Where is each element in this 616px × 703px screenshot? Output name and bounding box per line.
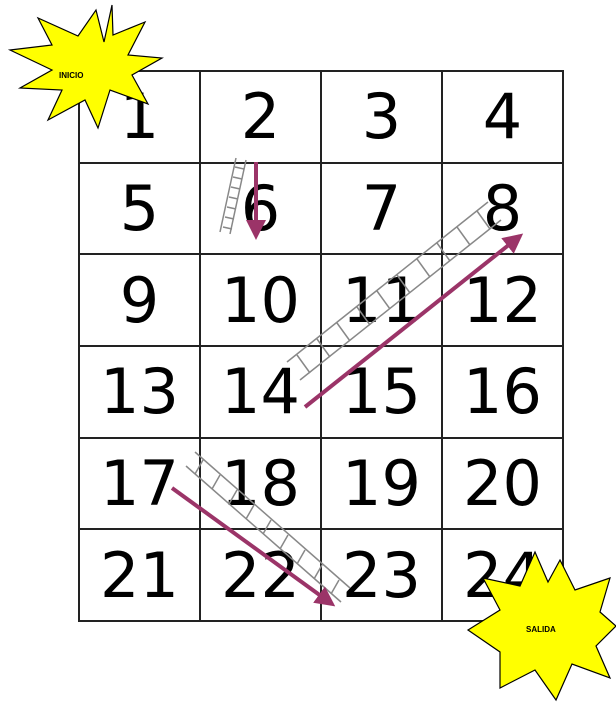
board-cell-15[interactable]: 15 [321,346,442,438]
board-cell-3[interactable]: 3 [321,71,442,163]
board-cell-20[interactable]: 20 [442,438,563,530]
board-cell-24[interactable]: 24 [442,529,563,621]
board-cell-21[interactable]: 21 [79,529,200,621]
end-label: SALIDA [526,625,556,634]
board-cell-2[interactable]: 2 [200,71,321,163]
board-cell-10[interactable]: 10 [200,254,321,346]
board-cell-18[interactable]: 18 [200,438,321,530]
board-cell-12[interactable]: 12 [442,254,563,346]
board-cell-13[interactable]: 13 [79,346,200,438]
board-cell-16[interactable]: 16 [442,346,563,438]
board-cell-1[interactable]: 1 [79,71,200,163]
board-cell-11[interactable]: 11 [321,254,442,346]
board-cell-9[interactable]: 9 [79,254,200,346]
board-cell-14[interactable]: 14 [200,346,321,438]
board-cell-7[interactable]: 7 [321,163,442,255]
board-cell-19[interactable]: 19 [321,438,442,530]
board-cell-6[interactable]: 6 [200,163,321,255]
board-cell-17[interactable]: 17 [79,438,200,530]
board-cell-4[interactable]: 4 [442,71,563,163]
game-board: 1 2 3 4 5 6 7 8 9 10 11 12 13 14 15 16 1… [78,70,564,622]
board-cell-22[interactable]: 22 [200,529,321,621]
board-cell-8[interactable]: 8 [442,163,563,255]
board-cell-5[interactable]: 5 [79,163,200,255]
board-cell-23[interactable]: 23 [321,529,442,621]
